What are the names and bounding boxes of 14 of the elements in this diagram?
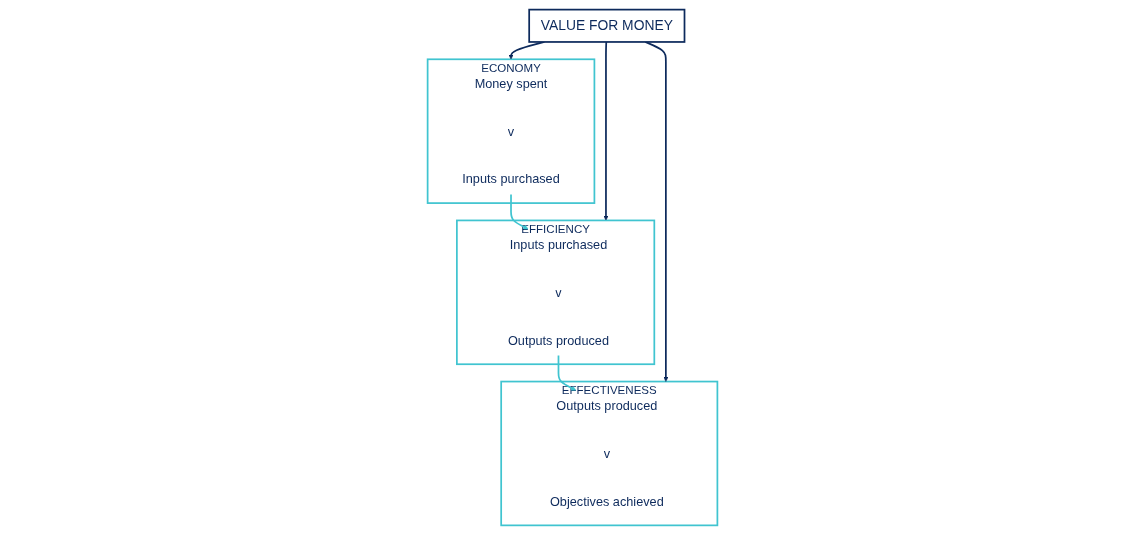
arrow	[603, 41, 609, 221]
node-text: Outputs produced	[556, 398, 658, 413]
arrow	[557, 354, 577, 391]
arrow	[510, 193, 529, 230]
arrow	[644, 41, 669, 382]
node-text: v	[555, 285, 562, 300]
node-text: v	[507, 123, 515, 139]
node-box: VALUE FOR MONEY	[528, 8, 686, 43]
node-text: Inputs purchased	[462, 171, 560, 187]
node-text: Outputs produced	[507, 333, 609, 348]
node-text: Inputs purchased	[509, 237, 608, 252]
node-text: Objectives achieved	[549, 494, 664, 509]
node-text: Money spent	[474, 76, 548, 91]
node-text: v	[603, 446, 610, 461]
